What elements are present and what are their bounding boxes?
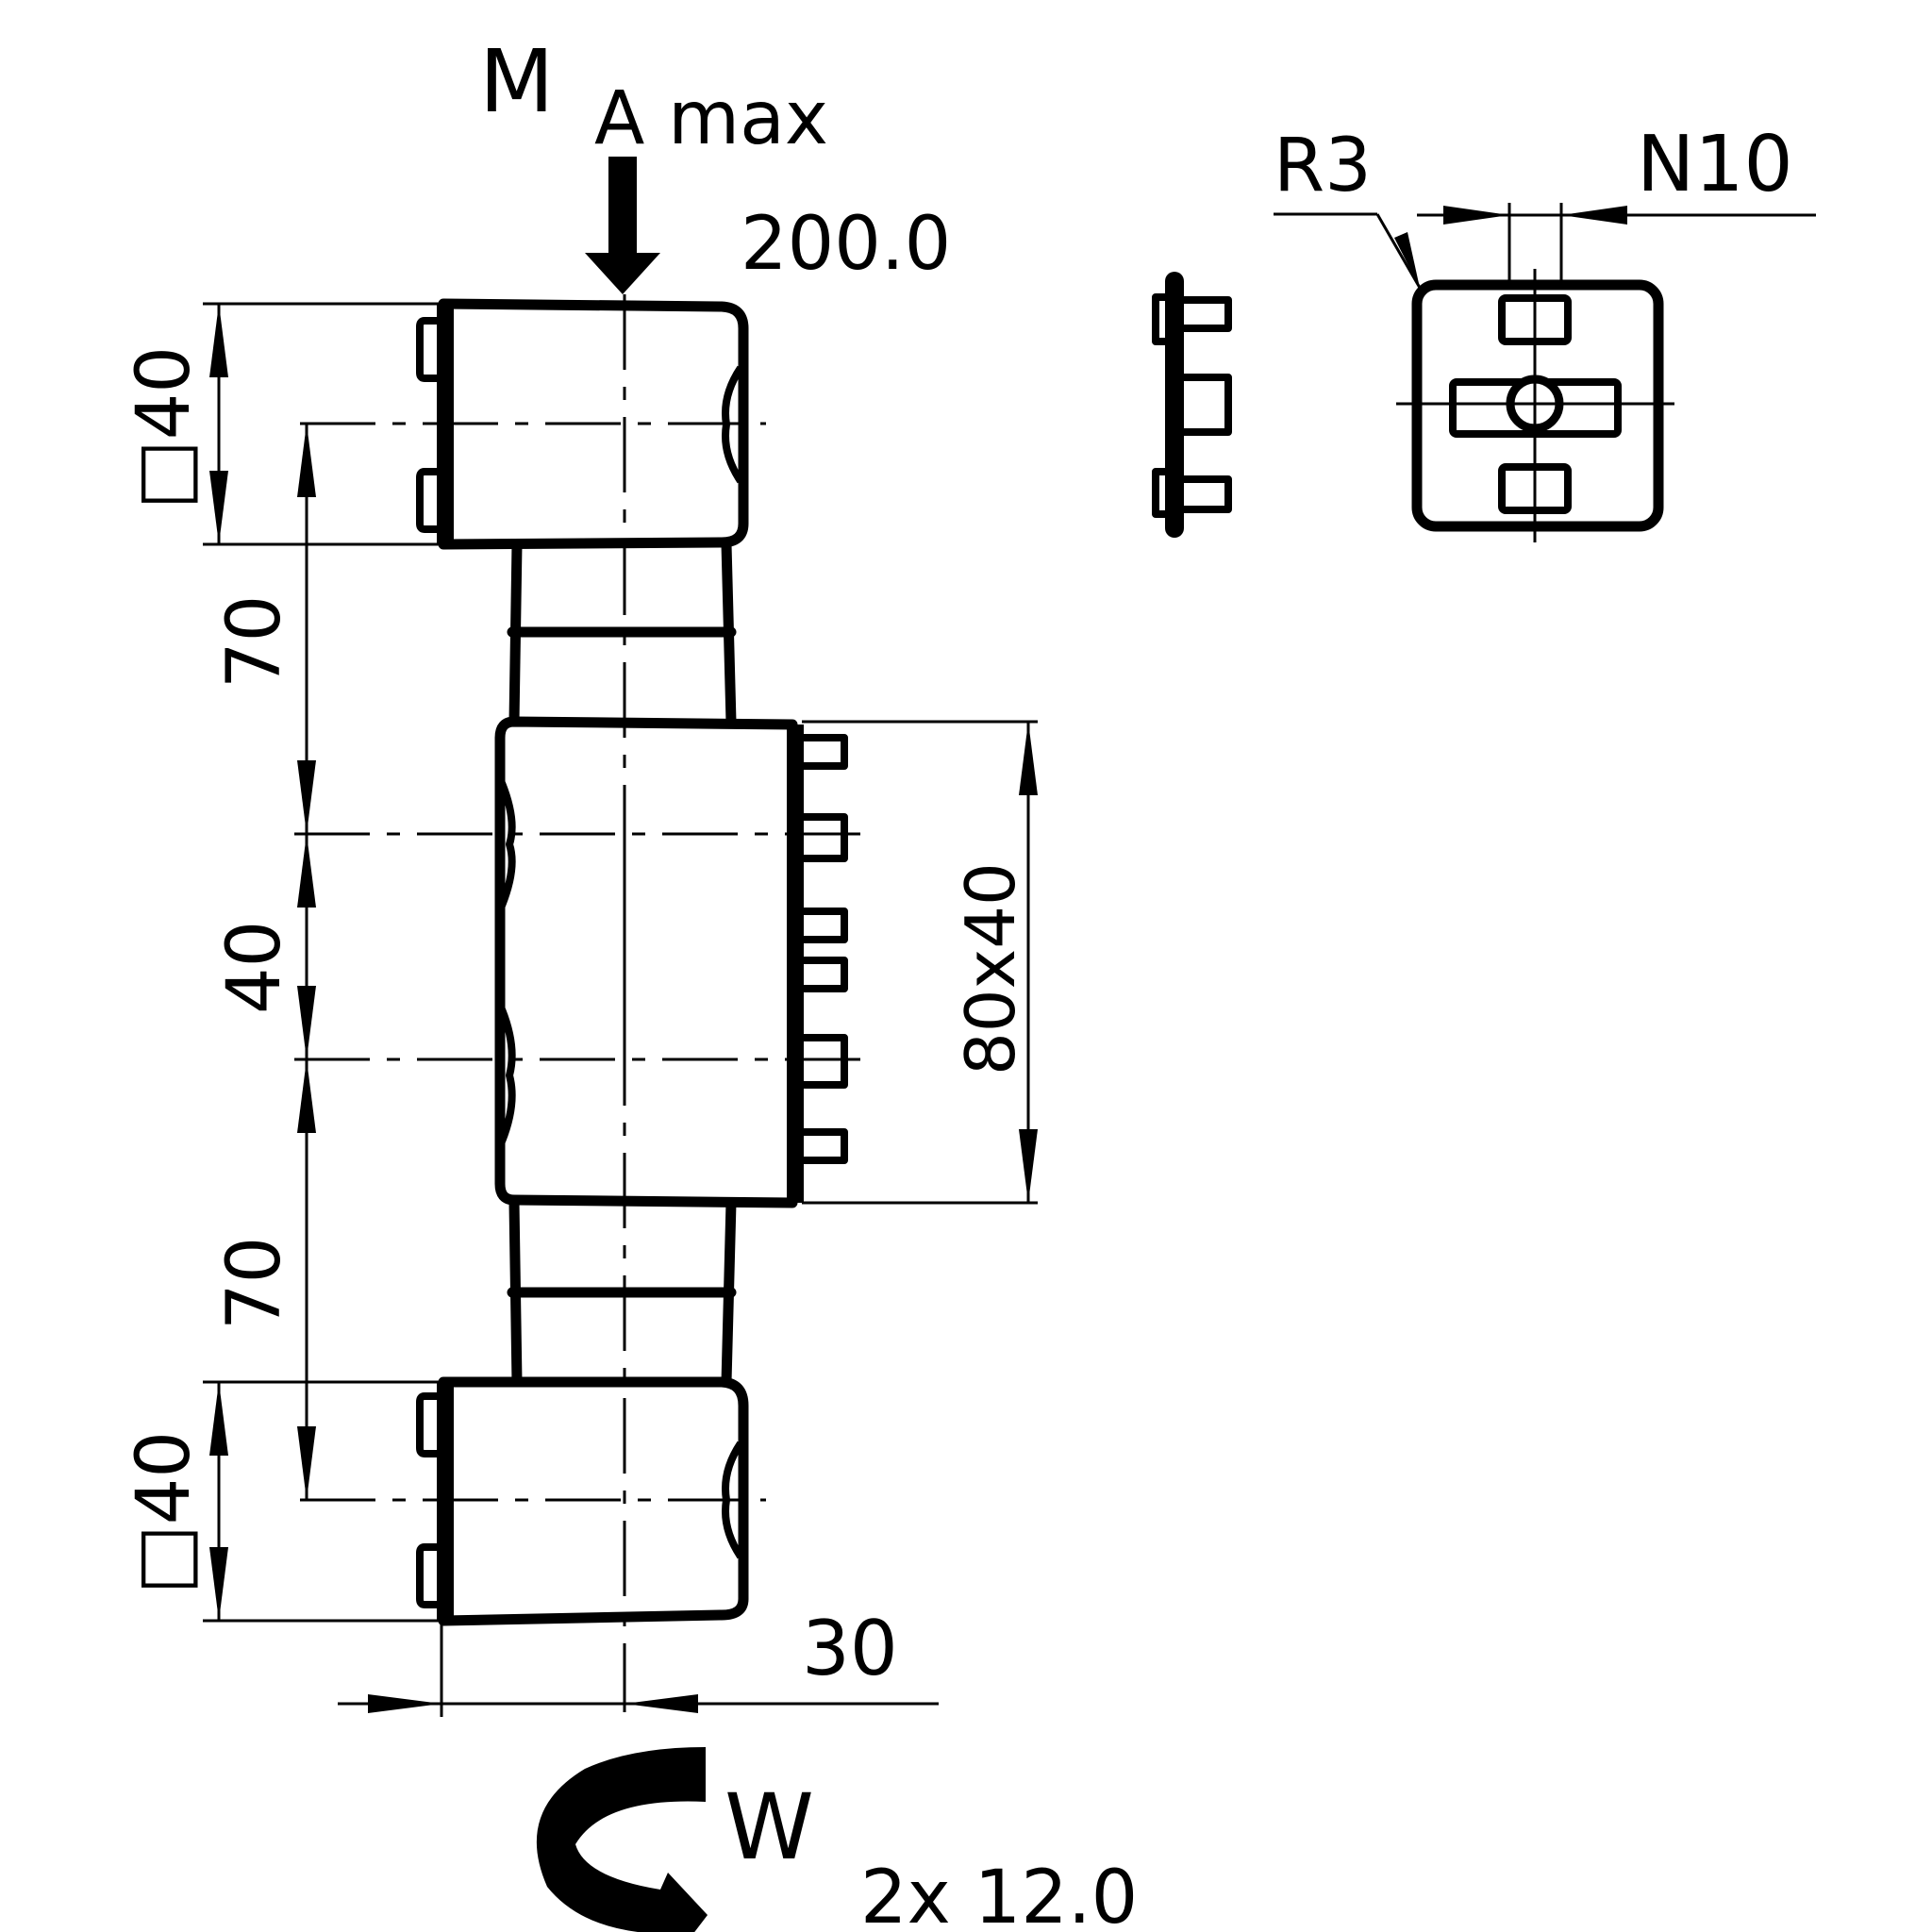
down-arrow-icon bbox=[585, 157, 660, 294]
middle-section-label: 80x40 bbox=[951, 862, 1030, 1075]
pitch-dimension-chain bbox=[297, 424, 316, 1500]
side-profile-view bbox=[1152, 272, 1232, 538]
bottom-pitch-label: 70 bbox=[212, 1237, 297, 1330]
radius-label: R3 bbox=[1274, 124, 1372, 208]
radius-leader bbox=[1274, 212, 1422, 289]
slot-label: N10 bbox=[1637, 120, 1793, 209]
force-symbol-main: M bbox=[479, 31, 554, 132]
middle-block bbox=[494, 716, 848, 1208]
slot-dimension bbox=[1417, 203, 1816, 285]
middle-block-teeth bbox=[802, 734, 848, 1164]
top-connector bbox=[507, 539, 737, 727]
front-view bbox=[1396, 269, 1674, 542]
bottom-connector bbox=[507, 1197, 737, 1388]
force-value: 200.0 bbox=[741, 202, 951, 287]
offset-dimension bbox=[338, 1621, 939, 1717]
middle-section-dimension bbox=[802, 720, 1038, 1205]
top-square-dimension bbox=[203, 302, 443, 546]
top-square-label: □40 bbox=[122, 346, 207, 509]
curved-rotation-arrow-icon bbox=[536, 1747, 708, 1932]
top-pitch-label: 70 bbox=[212, 595, 297, 689]
bottom-square-dimension bbox=[203, 1380, 443, 1623]
middle-pitch-label: 40 bbox=[212, 921, 297, 1014]
torque-value: 2x 12.0 bbox=[860, 1856, 1138, 1932]
offset-label: 30 bbox=[802, 1605, 898, 1692]
force-symbol-sub: A max bbox=[594, 76, 828, 161]
torque-symbol: W bbox=[724, 1774, 814, 1880]
bottom-square-label: □40 bbox=[122, 1431, 207, 1594]
